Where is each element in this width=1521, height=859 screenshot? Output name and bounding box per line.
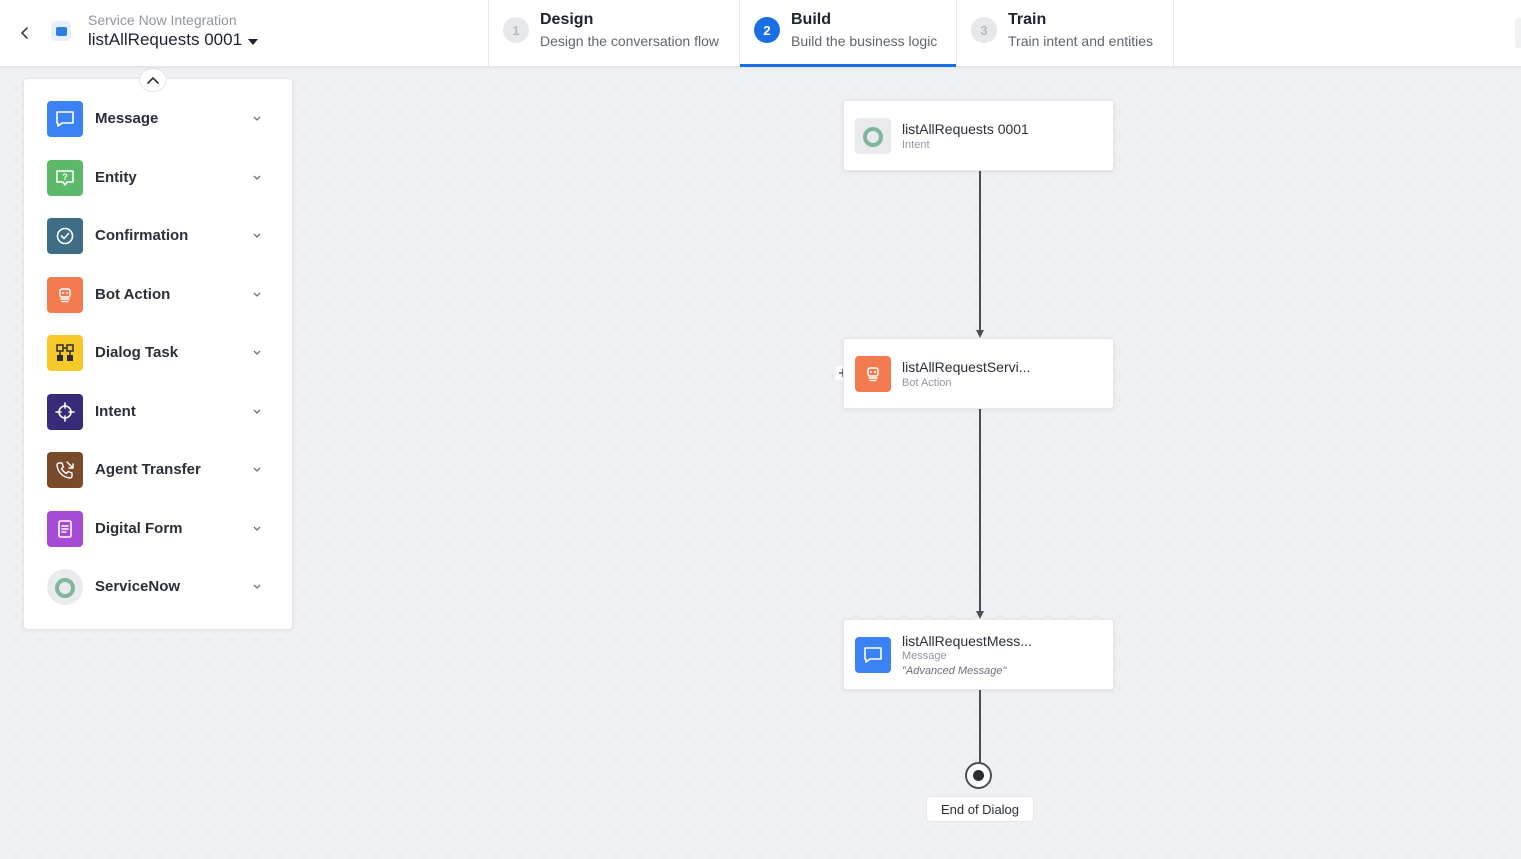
node-type: Message [902,650,947,662]
palette-item-message[interactable]: Message [24,97,292,141]
node-type: Bot Action [902,377,952,389]
flow-node-intent[interactable]: listAllRequests 0001 Intent [843,100,1114,171]
dialog-title: listAllRequests 0001 [88,30,243,49]
palette-item-label: Bot Action [95,286,171,303]
arrow-down-icon [976,611,984,619]
connector-line [979,409,981,612]
digital-form-icon [47,511,83,547]
node-message-preview: "Advanced Message" [902,665,1007,677]
chevron-up-icon [147,76,159,84]
step-number: 3 [971,17,997,43]
flow-node-message[interactable]: listAllRequestMess... Message "Advanced … [843,619,1114,690]
palette-item-label: Intent [95,403,136,420]
palette-item-label: Dialog Task [95,344,179,361]
chevron-down-icon[interactable] [250,580,264,594]
step-title: Design [540,11,594,28]
node-title: listAllRequestServi... [902,359,1031,375]
palette-item-bot-action[interactable]: Bot Action [24,273,292,317]
palette-item-digital-form[interactable]: Digital Form [24,507,292,551]
palette-item-dialog-task[interactable]: Dialog Task [24,331,292,375]
node-title: listAllRequests 0001 [902,121,1029,137]
palette-item-label: Confirmation [95,227,189,244]
bot-app-icon [51,21,71,41]
chevron-left-icon [20,27,28,39]
node-palette: Message ? Entity Confirmation Bot Action… [23,78,293,630]
end-of-dialog-label: End of Dialog [926,796,1034,822]
step-title: Build [791,11,831,28]
step-description: Train intent and entities [1008,33,1154,49]
step-number: 2 [754,17,780,43]
palette-item-label: Agent Transfer [95,461,201,478]
message-icon [855,637,891,673]
message-icon [47,101,83,137]
chevron-down-icon[interactable] [250,288,264,302]
chevron-down-icon[interactable] [250,171,264,185]
intent-icon [47,394,83,430]
svg-text:?: ? [62,172,68,182]
chevron-down-icon[interactable] [250,405,264,419]
flow-node-bot-action[interactable]: listAllRequestServi... Bot Action [843,338,1114,409]
bot-action-icon [855,356,891,392]
entity-icon: ? [47,160,83,196]
palette-item-label: Digital Form [95,520,183,537]
palette-item-entity[interactable]: ? Entity [24,156,292,200]
palette-item-confirmation[interactable]: Confirmation [24,214,292,258]
chevron-down-icon[interactable] [250,112,264,126]
tab-train[interactable]: 3 Train Train intent and entities [957,0,1174,66]
step-description: Build the business logic [791,33,938,49]
end-of-dialog-node[interactable] [965,762,992,789]
palette-item-intent[interactable]: Intent [24,390,292,434]
servicenow-icon [47,569,83,605]
top-header: Service Now Integration listAllRequests … [0,0,1521,67]
dialog-info: Service Now Integration listAllRequests … [0,0,489,66]
arrow-down-icon [976,330,984,338]
connector-line [979,171,981,331]
palette-item-label: Message [95,110,159,127]
end-dot-icon [973,770,984,781]
palette-item-servicenow[interactable]: ServiceNow [24,565,292,609]
check-circle-icon [47,218,83,254]
chevron-down-icon[interactable] [250,522,264,536]
tab-design[interactable]: 1 Design Design the conversation flow [489,0,740,66]
step-number: 1 [503,17,529,43]
tab-build[interactable]: 2 Build Build the business logic [740,0,957,67]
step-title: Train [1008,11,1047,28]
dialog-selector[interactable]: listAllRequests 0001 [88,29,259,50]
connector-line [979,690,981,764]
chevron-down-icon[interactable] [250,229,264,243]
node-title: listAllRequestMess... [902,633,1032,649]
bot-action-icon [47,277,83,313]
palette-item-label: ServiceNow [95,578,181,595]
app-subtitle: Service Now Integration [88,12,237,28]
chevron-down-icon[interactable] [250,463,264,477]
palette-item-agent-transfer[interactable]: Agent Transfer [24,448,292,492]
dialog-task-icon [47,335,83,371]
agent-transfer-icon [47,452,83,488]
header-edge-handle [1515,18,1521,48]
chevron-down-icon[interactable] [250,346,264,360]
caret-down-icon [248,39,259,45]
servicenow-icon [855,118,891,154]
palette-item-label: Entity [95,169,137,186]
collapse-palette-button[interactable] [139,68,167,92]
step-description: Design the conversation flow [540,33,719,49]
back-button[interactable] [14,22,36,44]
node-type: Intent [902,139,930,151]
